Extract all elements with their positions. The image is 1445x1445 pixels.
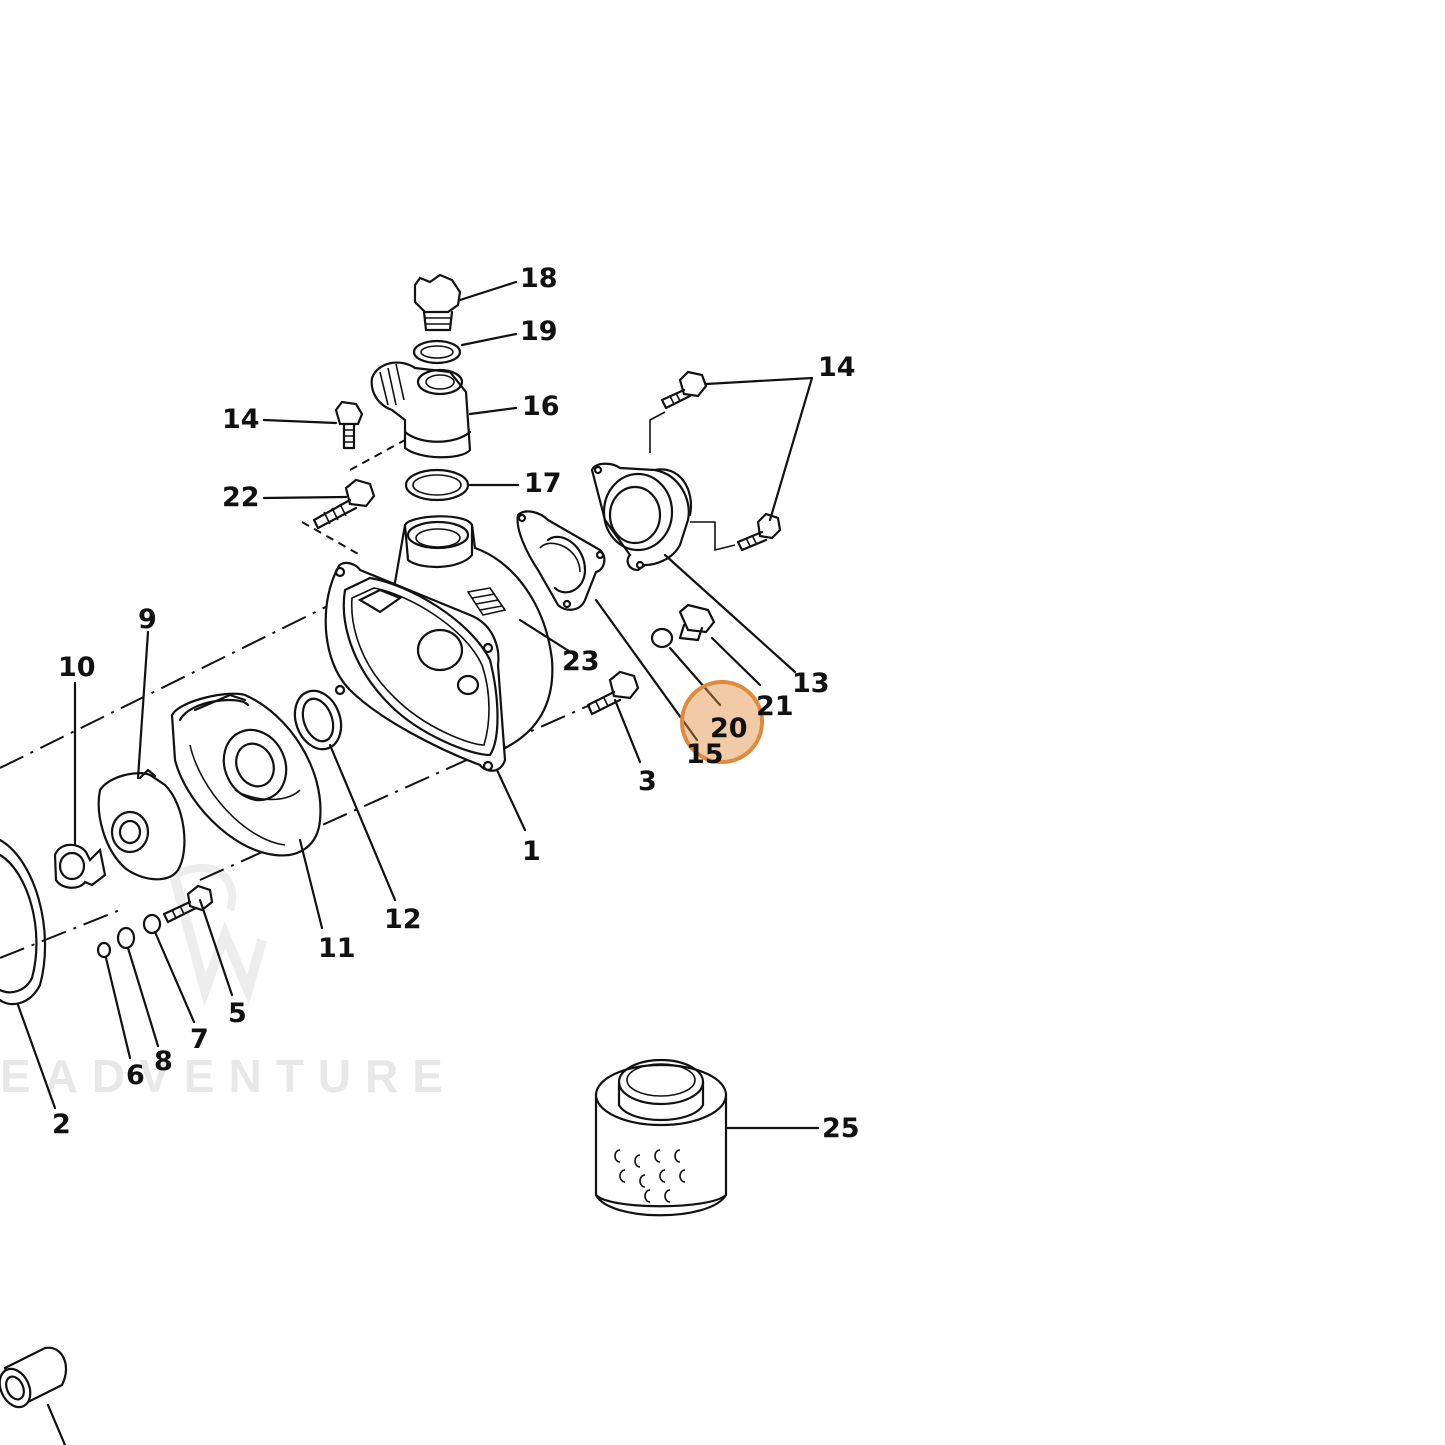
- watermark-text: EADVENTURE: [0, 1050, 457, 1102]
- part-labels: 18 19 16 14 14 17 22 23 13 21 20 15 3 1 …: [52, 263, 860, 1144]
- label-12: 12: [384, 904, 422, 935]
- label-25: 25: [822, 1113, 860, 1144]
- bushing-part: [0, 1346, 68, 1445]
- label-16: 16: [522, 391, 560, 422]
- part-18-plug: [413, 273, 462, 332]
- label-2: 2: [52, 1109, 71, 1140]
- part-21-plug: [678, 603, 716, 642]
- watermark-logo: [165, 858, 267, 1007]
- part-16-elbow-fitting: [370, 361, 472, 459]
- label-11: 11: [318, 933, 356, 964]
- part-11-impeller: [170, 692, 322, 857]
- part-7-washer: [142, 913, 162, 935]
- label-7: 7: [190, 1024, 209, 1055]
- label-14-right: 14: [818, 352, 856, 383]
- label-21: 21: [756, 691, 794, 722]
- label-14-left: 14: [222, 404, 260, 435]
- leader-lines: [16, 280, 820, 1130]
- part-5-bolt: [162, 884, 214, 924]
- label-10: 10: [58, 652, 96, 683]
- part-1-pump-housing: [324, 515, 554, 772]
- label-20: 20: [710, 713, 748, 744]
- label-6: 6: [126, 1060, 145, 1091]
- assembly-axis-lines: [0, 411, 736, 959]
- part-14-bolt-bottom: [736, 512, 782, 552]
- part-13-cover: [590, 462, 693, 572]
- part-23-gasket: [516, 510, 606, 611]
- label-19: 19: [520, 316, 558, 347]
- part-25-strainer: [594, 1058, 728, 1217]
- label-9: 9: [138, 604, 157, 635]
- label-13: 13: [792, 668, 830, 699]
- label-22: 22: [222, 482, 260, 513]
- label-8: 8: [154, 1046, 173, 1077]
- part-20-washer: [650, 627, 674, 649]
- part-9-plate: [97, 768, 186, 881]
- label-23: 23: [562, 646, 600, 677]
- label-3: 3: [638, 766, 657, 797]
- part-17-o-ring: [404, 468, 470, 502]
- part-14-bolt-top: [660, 370, 708, 410]
- part-10-plug: [53, 843, 107, 889]
- part-19-o-ring: [412, 339, 462, 365]
- label-5: 5: [228, 998, 247, 1029]
- part-12-seal: [293, 689, 343, 751]
- label-18: 18: [520, 263, 558, 294]
- part-14-bolt-left: [334, 400, 364, 450]
- part-6-washer: [96, 941, 112, 959]
- part-3-bolt: [586, 670, 640, 716]
- label-1: 1: [522, 836, 541, 867]
- part-8-washer: [116, 926, 136, 950]
- part-2-large-o-ring: [0, 838, 47, 1006]
- label-15: 15: [686, 739, 724, 770]
- label-17: 17: [524, 468, 562, 499]
- part-22-bolt: [312, 478, 376, 530]
- highlight-marker: [680, 680, 764, 764]
